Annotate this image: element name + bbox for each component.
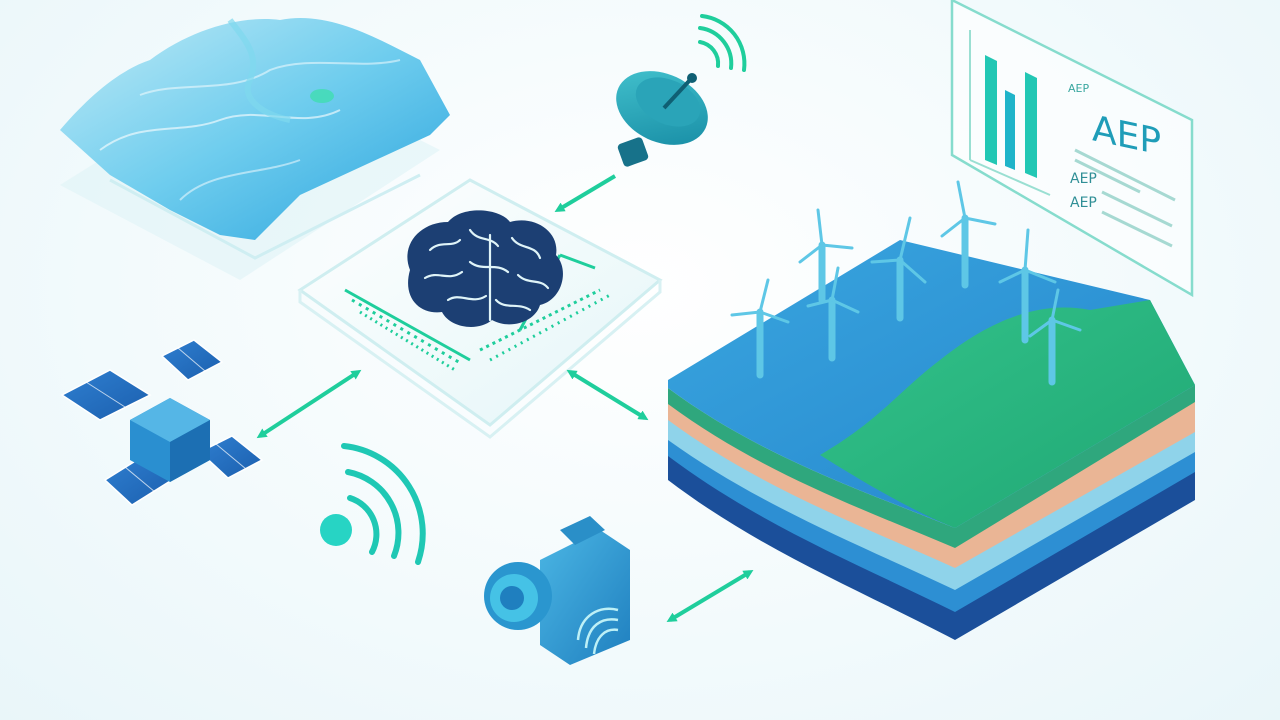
dish-signal-waves [698, 14, 747, 72]
dashboard-row-label: AEP [1068, 82, 1089, 95]
brain-chip-icon [407, 210, 563, 327]
dashboard-row-label: AEP [1070, 195, 1097, 211]
wireless-signal [320, 443, 426, 565]
wind-farm-terrain [668, 180, 1195, 640]
satellite [60, 339, 264, 506]
arrow-dish-to-brain [554, 174, 617, 213]
lidar-sensor [484, 516, 630, 665]
lidar-camera-icon [484, 516, 630, 665]
wind-turbine-terrain-icon [730, 180, 1082, 386]
satellite-dish [616, 14, 747, 167]
arrow-satellite-brain [256, 369, 362, 439]
arrow-sensor-terrain [666, 569, 754, 623]
arrow-brain-terrain [566, 369, 649, 421]
flow-arrows [256, 174, 754, 623]
dashboard-row-label: AEP [1070, 171, 1097, 187]
satellite-icon [60, 339, 264, 506]
topographic-map [60, 18, 450, 280]
topographic-map-icon [60, 18, 450, 240]
satellite-dish-icon [616, 71, 708, 167]
wireless-signal-icon [320, 443, 426, 565]
bar-chart-panel-icon [969, 30, 1051, 196]
ai-brain-chip [297, 178, 663, 439]
aep-dashboard: AEP AEP AEP AEP [950, 0, 1194, 298]
